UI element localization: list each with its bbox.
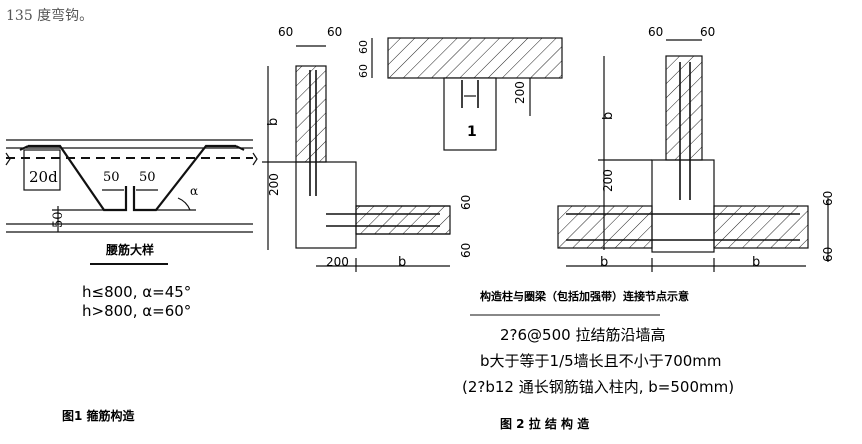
dim-b-a: b	[266, 118, 281, 126]
dim-200-a: 200	[267, 173, 281, 196]
dim-60-d: 60	[357, 64, 370, 78]
label-50-c: 50	[51, 211, 66, 228]
dim-b-c: b	[601, 112, 616, 120]
fig2-title: 构造柱与圈梁（包括加强带）连接节点示意	[480, 289, 689, 303]
dim-60-top-r1: 60	[648, 25, 663, 39]
figure-1-stirrup-detail	[5, 139, 258, 265]
dim-b-b: b	[398, 255, 406, 270]
label-alpha: α	[190, 184, 198, 198]
label-20d: 20d	[29, 168, 58, 186]
dim-60-left-a: 60	[459, 195, 473, 210]
dim-60-a: 60	[278, 25, 293, 39]
dim-60-right-b: 60	[821, 247, 835, 262]
fig1-caption: 图1 箍筋构造	[62, 408, 136, 423]
fig2-note-3: (2?b12 通长钢筋锚入柱内, b=500mm)	[462, 378, 734, 396]
dim-60-b: 60	[327, 25, 342, 39]
intro-text: 135 度弯钩。	[6, 7, 93, 24]
dim-60-c: 60	[357, 40, 370, 54]
fig1-rule-2: h>800, α=60°	[82, 302, 191, 320]
figure-2a-corner-joint	[262, 45, 451, 272]
section-mark: 1	[467, 124, 477, 140]
figure-2c-tee-joint	[557, 39, 829, 272]
label-50-b: 50	[139, 170, 156, 185]
fig1-title: 腰筋大样	[105, 242, 154, 257]
dim-b-d: b	[600, 255, 608, 270]
fig2-caption: 图 2 拉 结 构 造	[500, 416, 590, 431]
fig2-note-1: 2?6@500 拉结筋沿墙高	[500, 326, 665, 344]
dim-200-d: 200	[601, 169, 615, 192]
figure-2b-beam-section	[371, 37, 563, 151]
dim-60-top-r2: 60	[700, 25, 715, 39]
fig1-rule-1: h≤800, α=45°	[82, 283, 191, 301]
label-50-a: 50	[103, 170, 120, 185]
dim-60-left-b: 60	[459, 243, 473, 258]
dim-200-b: 200	[326, 255, 349, 269]
dim-b-e: b	[752, 255, 760, 270]
fig2-note-2: b大于等于1/5墙长且不小于700mm	[480, 352, 722, 370]
dim-200-c: 200	[513, 81, 527, 104]
dim-60-right-a: 60	[821, 191, 835, 206]
